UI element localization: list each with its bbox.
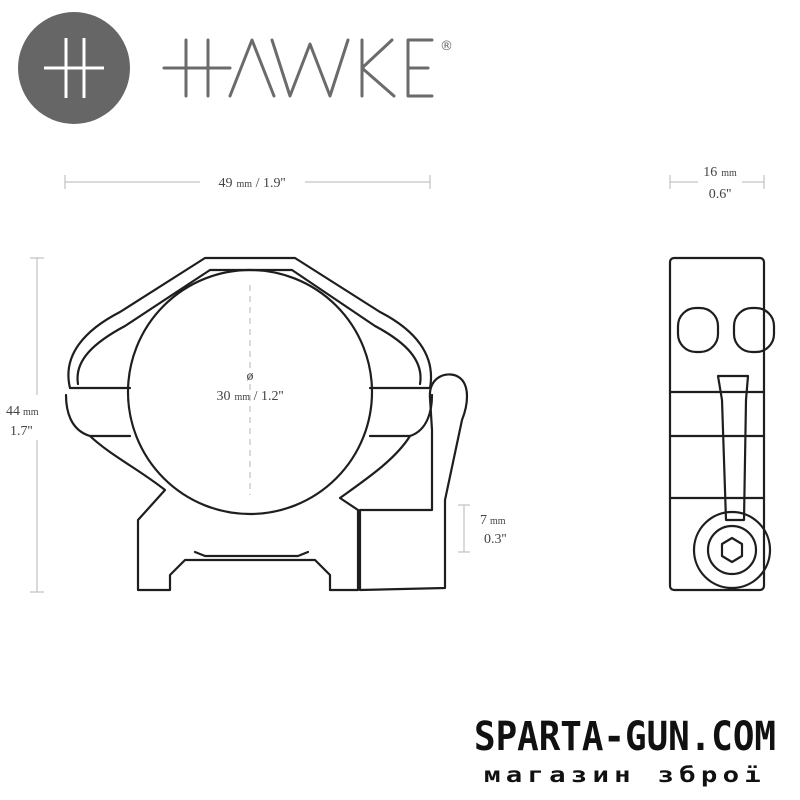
right-split-pad <box>368 386 434 438</box>
hex-socket-ring <box>706 524 758 576</box>
diameter-symbol: ø <box>247 369 254 384</box>
hawke-wordmark <box>162 38 434 98</box>
side-body <box>668 256 766 592</box>
depth-imperial: 0.6'' <box>709 187 732 202</box>
screw-hole-left <box>676 306 720 354</box>
dovetail-groove <box>193 550 310 558</box>
hex-socket-icon <box>720 536 744 564</box>
shop-tagline: магазин зброї <box>484 763 766 787</box>
left-split-pad <box>64 386 132 438</box>
hawke-cross-icon <box>44 38 104 98</box>
lever-side-arm <box>716 374 750 522</box>
shop-name: SPARTA-GUN.COM <box>474 714 776 760</box>
ring-base-right <box>328 434 412 592</box>
ring-top-cap <box>67 256 433 390</box>
shop-watermark: SPARTA-GUN.COM магазин зброї <box>474 714 776 787</box>
registered-mark: ® <box>440 39 453 54</box>
ring-base-left <box>88 434 332 592</box>
screw-hole-right <box>732 306 776 354</box>
scope-tube-circle <box>126 268 374 516</box>
height-imperial: 1.7'' <box>10 424 33 439</box>
ring-side-view <box>668 256 776 592</box>
base-imperial: 0.3'' <box>484 532 507 547</box>
lever-hub <box>692 510 772 590</box>
cross-bolt-lever <box>358 373 469 592</box>
hawke-logo: ® <box>18 12 453 124</box>
